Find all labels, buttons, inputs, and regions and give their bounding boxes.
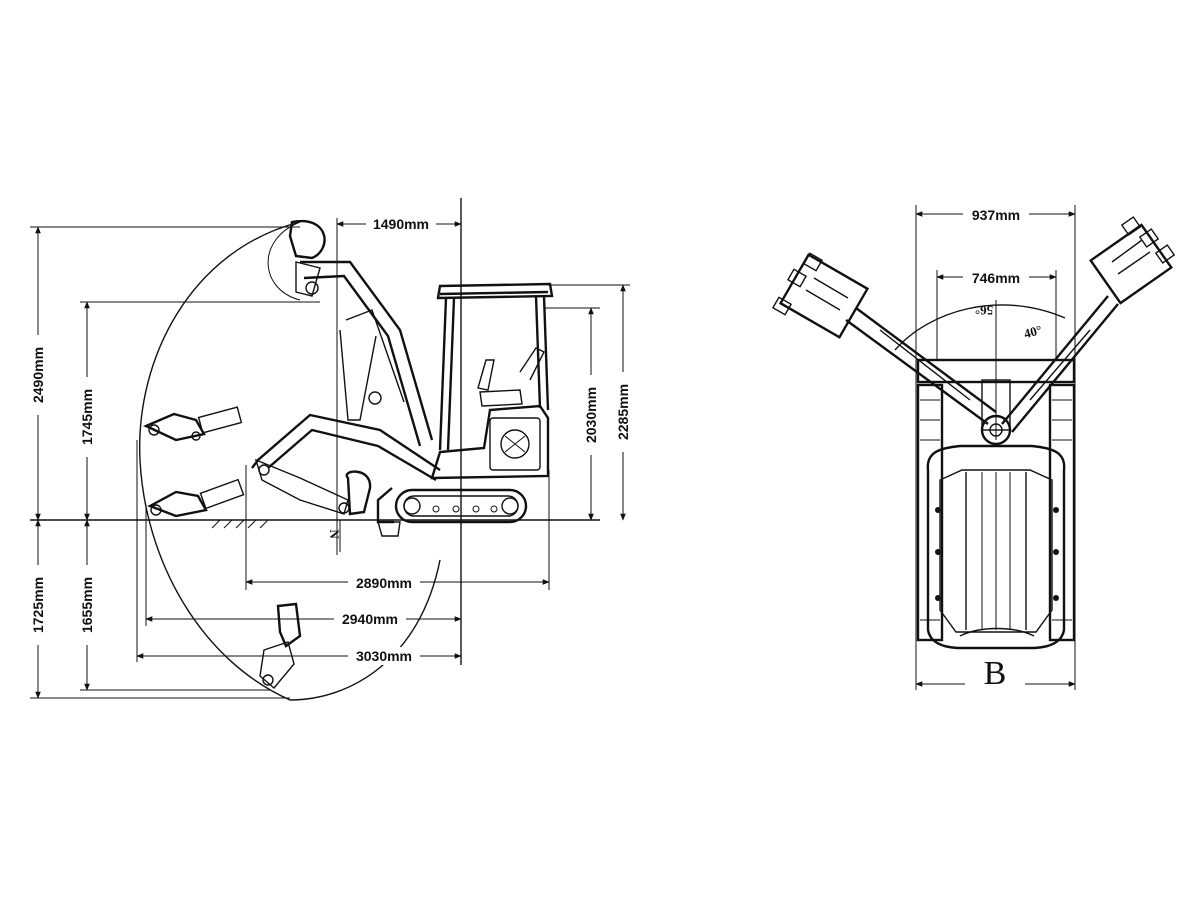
left-swing-angle: 56° [975, 303, 993, 318]
bucket-position-bottom [259, 602, 302, 689]
left-swung-arm [771, 252, 997, 425]
dim-inner-width: 746mm [972, 270, 1020, 286]
dim-track-length: 2890mm [356, 575, 412, 591]
top-view: 937mm 746mm B 56° 40° [771, 205, 1176, 692]
excavator-side-machine [251, 219, 554, 537]
dim-cab-height: 2030mm [583, 387, 599, 443]
dim-dig-height: 1745mm [79, 389, 95, 445]
dim-overall-height: 2285mm [615, 384, 631, 440]
dim-reach-ground: 2940mm [342, 611, 398, 627]
depth-marker: N [327, 529, 342, 539]
work-envelope-arc [139, 221, 441, 701]
bucket-position-mid-left [147, 478, 245, 518]
bucket-position-upper-left [143, 406, 243, 442]
dim-total-height: 2490mm [30, 347, 46, 403]
dim-overall-width: 937mm [972, 207, 1020, 223]
upper-envelope-arc [267, 221, 301, 301]
excavator-top-machine [916, 358, 1076, 650]
dim-top-width: 1490mm [373, 216, 429, 232]
right-swing-angle: 40° [1022, 322, 1043, 341]
ground-hatch [211, 519, 269, 529]
dim-vertical-dig-depth: 1655mm [79, 577, 95, 633]
swing-angle-arc [894, 304, 1066, 351]
dim-dig-depth: 1725mm [30, 577, 46, 633]
right-swung-arm [1001, 216, 1176, 433]
side-view: 2490mm 1745mm 1725mm 1655mm 1490mm 2030m… [26, 198, 634, 701]
dim-max-reach: 3030mm [356, 648, 412, 664]
dim-bottom-marker: B [984, 655, 1007, 692]
